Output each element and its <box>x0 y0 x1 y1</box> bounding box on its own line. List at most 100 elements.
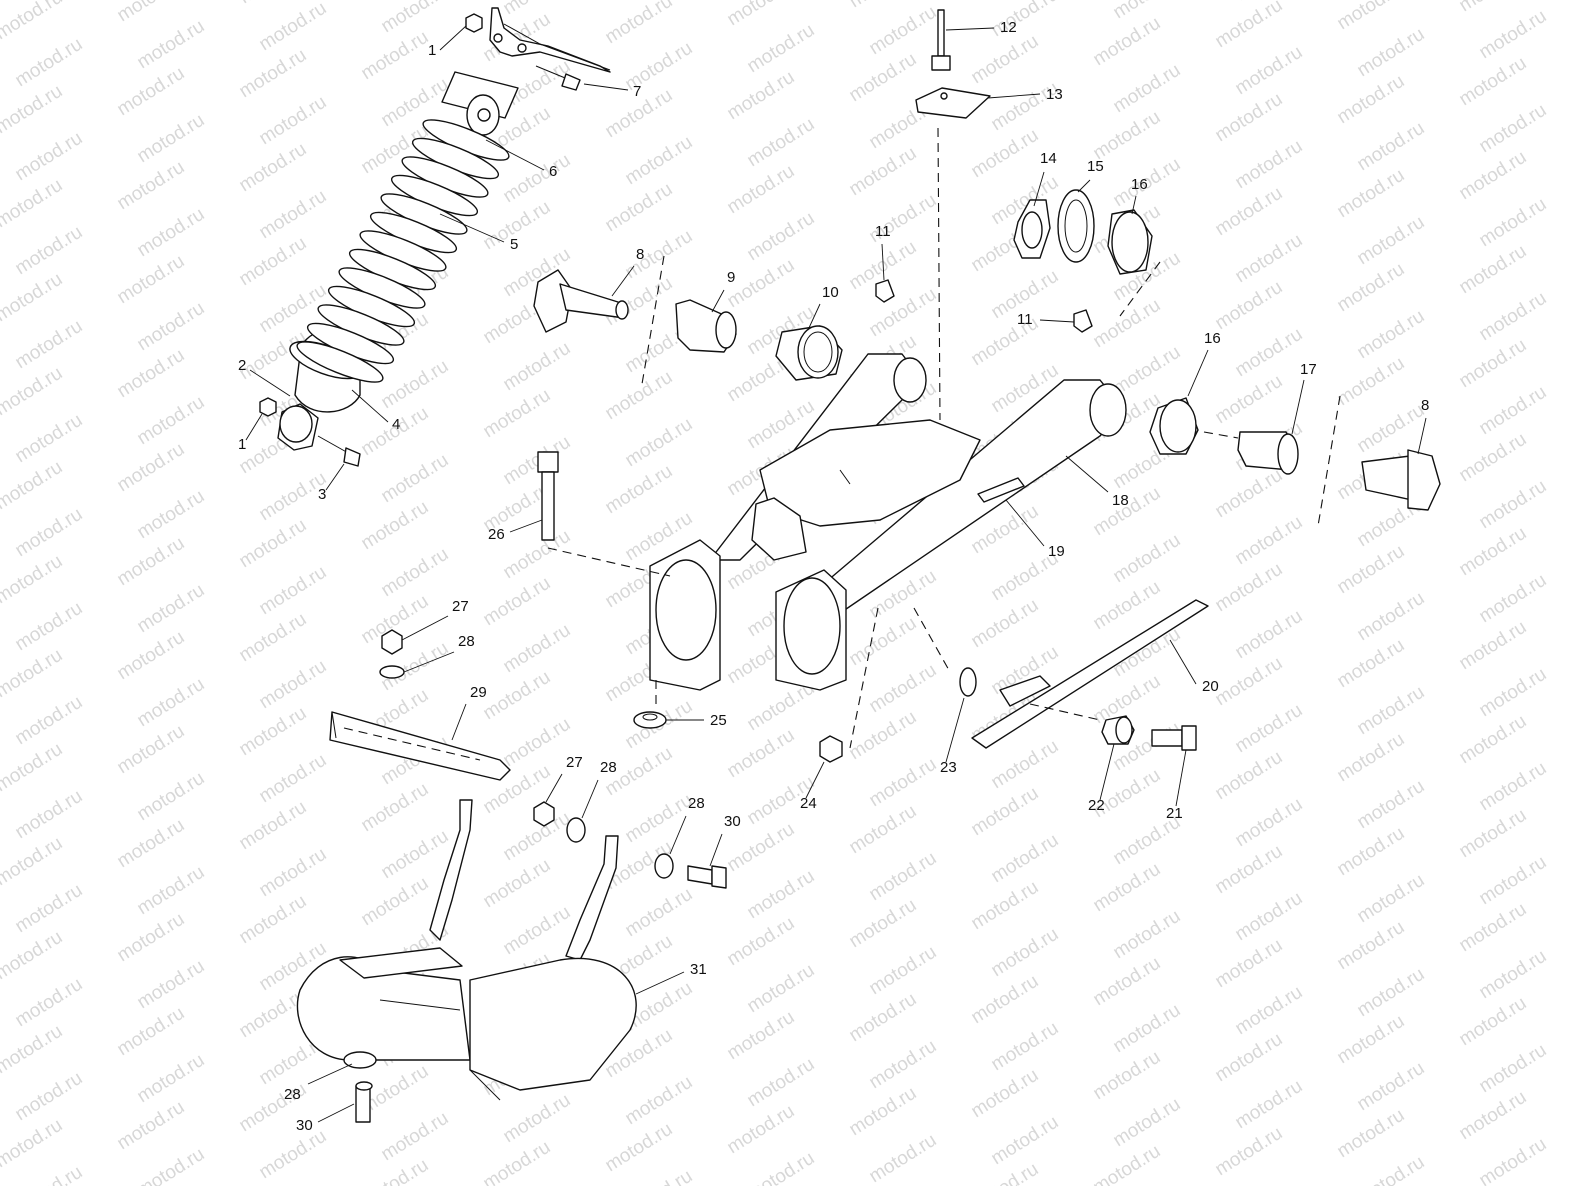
callout-label-c6: 6 <box>549 163 557 180</box>
shock-lower-bushing <box>277 403 319 451</box>
spacer-part-22 <box>1101 715 1135 745</box>
nut-part-27b <box>533 801 555 827</box>
callout-label-c1b: 1 <box>238 436 246 453</box>
callout-label-c28b: 28 <box>600 759 617 776</box>
callout-label-c25: 25 <box>710 712 727 729</box>
callout-label-c27b: 27 <box>566 754 583 771</box>
callout-label-c8a: 8 <box>636 246 644 263</box>
pivot-bolt-part-8-left <box>533 269 629 333</box>
bushing-part-17 <box>1237 431 1299 475</box>
leader-lines <box>245 25 1427 1123</box>
leader-line-c14 <box>1033 171 1045 207</box>
washer-part-28a <box>379 665 405 679</box>
spring-coil <box>296 341 384 383</box>
leader-line-c27a <box>401 615 449 641</box>
callout-label-c22: 22 <box>1088 797 1105 814</box>
leader-line-c3 <box>325 463 345 491</box>
leader-line-c20 <box>1169 639 1197 685</box>
callout-label-c26: 26 <box>488 526 505 543</box>
leader-line-c23 <box>945 697 965 763</box>
nut-part-27a <box>381 629 403 655</box>
shock-spring <box>296 119 510 383</box>
leader-line-c21 <box>1175 749 1187 807</box>
washer-part-28c <box>654 853 674 879</box>
leader-line-c29 <box>451 703 467 741</box>
grease-fitting-part-11a <box>875 279 895 303</box>
callout-label-c28d: 28 <box>284 1086 301 1103</box>
leader-line-c12 <box>945 27 995 31</box>
callout-label-c19: 19 <box>1048 543 1065 560</box>
leader-line-c8b <box>1417 417 1427 455</box>
leader-line-c28b <box>581 779 599 819</box>
leader-line-c15 <box>1077 179 1091 193</box>
callout-label-c1a: 1 <box>428 42 436 59</box>
leader-line-c27b <box>545 773 563 803</box>
callout-label-c11b: 11 <box>1017 311 1033 328</box>
assembly-dashed-lines <box>343 127 1341 761</box>
callout-label-c7: 7 <box>633 83 641 100</box>
callout-label-c31: 31 <box>690 961 707 978</box>
leader-line-c7 <box>583 83 629 91</box>
callout-label-c12: 12 <box>1000 19 1017 36</box>
callout-label-c5: 5 <box>510 236 518 253</box>
leader-line-c11b <box>1039 319 1075 323</box>
leader-line-c22 <box>1099 743 1115 801</box>
shock-mount-bracket <box>489 7 611 73</box>
leader-line-c28a <box>403 651 455 673</box>
callout-label-c24: 24 <box>800 795 817 812</box>
callout-label-c28c: 28 <box>688 795 705 812</box>
washer-part-15 <box>1057 189 1095 263</box>
leader-line-c19 <box>1005 499 1045 547</box>
grease-fitting-part-11b <box>1073 309 1093 333</box>
leader-line-c10 <box>807 303 821 331</box>
callout-label-c21: 21 <box>1166 805 1183 822</box>
callout-label-c29: 29 <box>470 684 487 701</box>
leader-line-c1a <box>439 25 467 51</box>
callout-label-c20: 20 <box>1202 678 1219 695</box>
leader-line-c1b <box>245 413 263 441</box>
nut-part-24 <box>819 735 843 763</box>
leader-line-c24 <box>805 761 825 799</box>
washer-part-28b <box>566 817 586 843</box>
frame-bar-part-31 <box>296 799 637 1101</box>
leader-line-c11a <box>881 243 885 281</box>
callout-label-c30a: 30 <box>724 813 741 830</box>
bolt-part-7 <box>535 65 581 91</box>
leader-line-c5 <box>439 213 505 243</box>
nut-part-1-upper <box>465 13 483 33</box>
nut-part-1-lower <box>259 397 277 417</box>
nut-part-25 <box>633 711 667 729</box>
bolt-part-21 <box>1151 725 1197 751</box>
plate-part-13 <box>915 87 991 119</box>
callout-label-c3: 3 <box>318 486 326 503</box>
callout-label-c28a: 28 <box>458 633 475 650</box>
callout-label-c17: 17 <box>1300 361 1317 378</box>
swing-arm-part-18 <box>649 353 1127 691</box>
label-part-19 <box>977 477 1025 503</box>
leader-line-c9 <box>711 289 725 313</box>
leader-line-c30a <box>709 833 723 867</box>
leader-line-c2 <box>249 369 291 397</box>
callout-label-c23: 23 <box>940 759 957 776</box>
chain-guide-part-20 <box>971 599 1209 749</box>
bolt-part-30b <box>355 1081 373 1123</box>
leader-line-c16a <box>1131 195 1137 215</box>
callout-label-c13: 13 <box>1046 86 1063 103</box>
leader-line-c28c <box>669 815 687 855</box>
callout-label-c16b: 16 <box>1204 330 1221 347</box>
leader-line-c13 <box>987 93 1041 99</box>
bearing-sleeve-part-10 <box>775 325 843 381</box>
callout-label-c8b: 8 <box>1421 397 1429 414</box>
leader-line-c18 <box>1065 455 1109 493</box>
leader-line-c28d <box>307 1063 353 1085</box>
pivot-bolt-part-8-right <box>1361 449 1441 511</box>
leader-line-c16b <box>1187 349 1209 397</box>
leader-line-c30b <box>317 1103 355 1123</box>
bushing-part-9 <box>675 299 737 353</box>
callout-label-c15: 15 <box>1087 158 1104 175</box>
leader-line-c4 <box>351 389 389 423</box>
callout-label-c10: 10 <box>822 284 839 301</box>
callout-label-c9: 9 <box>727 269 735 286</box>
